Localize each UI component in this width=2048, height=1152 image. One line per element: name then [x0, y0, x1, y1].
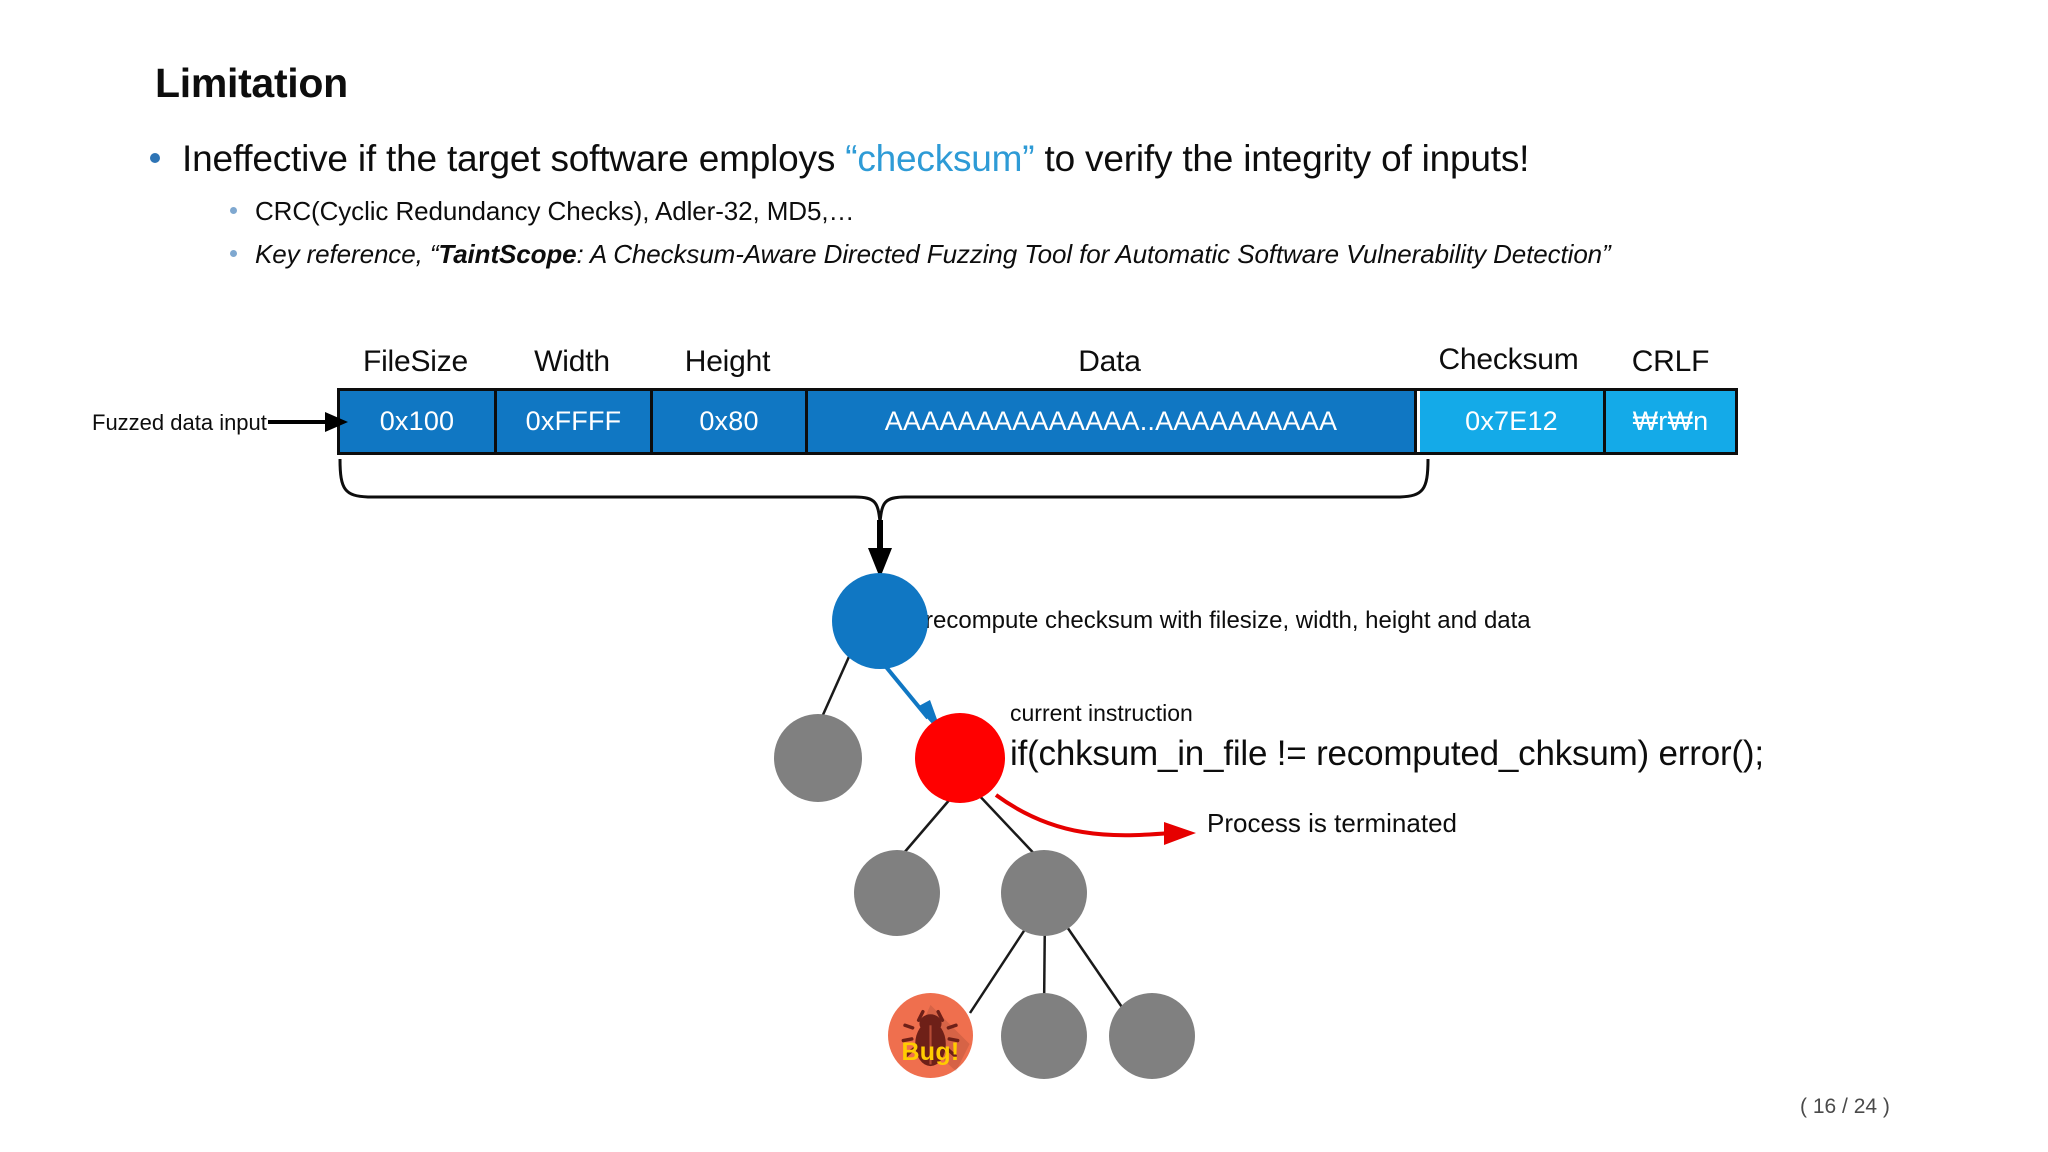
- sub-bullet-dot-icon: [230, 250, 237, 258]
- tree-node-child-left[interactable]: [854, 850, 940, 936]
- process-terminated-label: Process is terminated: [1207, 808, 1457, 838]
- input-arrow-icon: [268, 412, 348, 432]
- bug-icon: [888, 993, 973, 1078]
- bullet-main-pre: Ineffective if the target software emplo…: [182, 138, 846, 179]
- packet-header-height: Height: [684, 345, 771, 378]
- packet-header-width: Width: [534, 345, 610, 378]
- bullet-main-highlight: “checksum”: [845, 138, 1035, 179]
- tree-node-bug[interactable]: Bug!: [888, 993, 973, 1078]
- bullet-sub-2-bold: TaintScope: [438, 239, 577, 269]
- bullet-sub-1-text: CRC(Cyclic Redundancy Checks), Adler-32,…: [255, 196, 855, 226]
- packet-header-filesize: FileSize: [362, 345, 469, 378]
- packet-header-crlf: CRLF: [1631, 345, 1710, 378]
- tree-node-root[interactable]: [832, 573, 928, 669]
- bullet-sub-2: Key reference, “TaintScope: A Checksum-A…: [230, 239, 1611, 270]
- recompute-checksum-label: recompute checksum with filesize, width,…: [925, 607, 1531, 634]
- down-arrow-icon: [868, 520, 892, 578]
- bullet-dot-icon: [150, 153, 160, 164]
- packet-header-data: Data: [1078, 345, 1141, 378]
- page-number: ( 16 / 24 ): [1800, 1095, 1890, 1118]
- tree-node-current[interactable]: [915, 713, 1005, 803]
- bug-node-label: Bug!: [901, 1038, 960, 1066]
- packet-cell-width[interactable]: 0xFFFF: [497, 391, 653, 452]
- packet-bar: 0x100 0xFFFF 0x80 AAAAAAAAAAAAAA..AAAAAA…: [337, 388, 1738, 455]
- brace-icon: [338, 458, 1430, 523]
- bullet-main-post: to verify the integrity of inputs!: [1034, 138, 1530, 179]
- bullet-sub-2-lead: Key reference, “: [255, 239, 439, 269]
- bullet-sub-1: CRC(Cyclic Redundancy Checks), Adler-32,…: [230, 196, 854, 227]
- bullet-main: Ineffective if the target software emplo…: [150, 138, 1529, 180]
- tree-node-sibling-left[interactable]: [774, 714, 862, 802]
- packet-cell-height[interactable]: 0x80: [653, 391, 808, 452]
- tree-edges: [816, 640, 1128, 1014]
- packet-cell-crlf[interactable]: ₩r₩n: [1606, 391, 1735, 452]
- process-terminated-arrow-icon: [994, 793, 1196, 845]
- packet-cell-data[interactable]: AAAAAAAAAAAAAA..AAAAAAAAAA: [808, 391, 1417, 452]
- tree-node-child-right[interactable]: [1001, 850, 1087, 936]
- fuzzed-data-input-label: Fuzzed data input: [92, 410, 267, 435]
- recompute-arrow-icon: [866, 643, 943, 736]
- sub-bullet-dot-icon: [230, 207, 237, 215]
- packet-cell-checksum[interactable]: 0x7E12: [1417, 391, 1606, 452]
- tree-node-leaf-middle[interactable]: [1001, 993, 1087, 1079]
- page-title: Limitation: [155, 60, 348, 106]
- packet-header-checksum: Checksum: [1438, 343, 1579, 376]
- current-instruction-label: current instruction: [1010, 700, 1193, 726]
- tree-node-leaf-right[interactable]: [1109, 993, 1195, 1079]
- packet-cell-filesize[interactable]: 0x100: [340, 391, 497, 452]
- code-line-text: if(chksum_in_file != recomputed_chksum) …: [1010, 734, 1764, 773]
- bullet-sub-2-rest: : A Checksum-Aware Directed Fuzzing Tool…: [576, 239, 1611, 269]
